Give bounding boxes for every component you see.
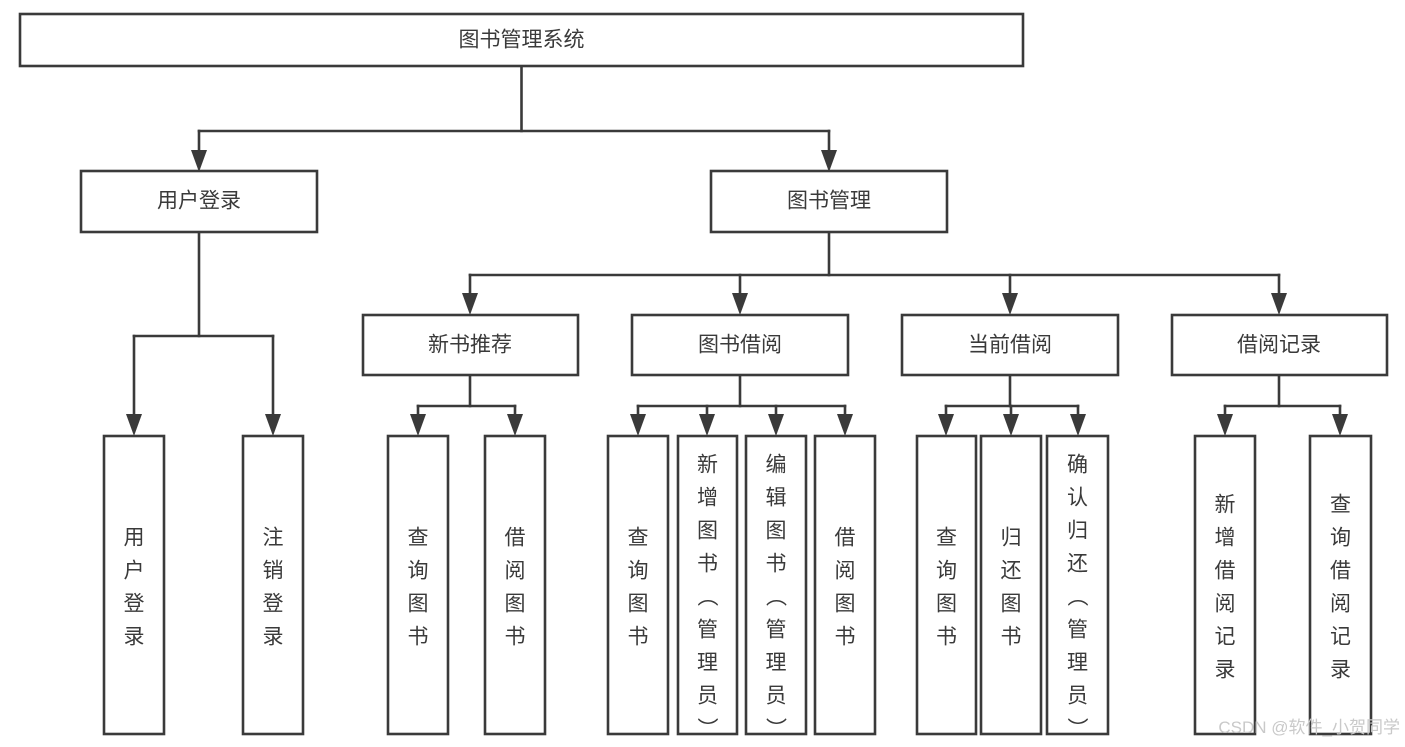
node-root-box[interactable] (18, 12, 1025, 68)
node-leaf-query-book-1-label: 查询图书 (408, 527, 429, 649)
node-leaf-query-book-3-box[interactable] (915, 434, 978, 736)
node-leaf-return-book-label: 归还图书 (1001, 527, 1022, 649)
node-leaf-query-book-2[interactable]: 查询图书 (606, 434, 670, 736)
node-current-borrow-label: 当前借阅 (968, 334, 1052, 357)
node-borrow-record-label: 借阅记录 (1237, 334, 1321, 357)
node-leaf-edit-book-admin-box[interactable] (744, 434, 808, 736)
node-leaf-borrow-book-1-box[interactable] (483, 434, 547, 736)
node-borrow-record-box[interactable] (1170, 313, 1389, 377)
arrow-head-leaf-borrow-book-2 (837, 414, 853, 436)
node-book-manage[interactable]: 图书管理 (709, 169, 949, 234)
node-leaf-query-book-2-box[interactable] (606, 434, 670, 736)
node-leaf-confirm-return-admin[interactable]: 确认归还（管理员） (1045, 434, 1110, 741)
arrow-head-leaf-borrow-book-1 (507, 414, 523, 436)
arrow-head-bookmanage (821, 150, 837, 172)
arrow-head-userlogin (191, 150, 207, 172)
node-leaf-borrow-book-2-box[interactable] (813, 434, 877, 736)
node-leaf-add-borrow-record-box[interactable] (1193, 434, 1257, 736)
node-leaf-add-borrow-record-label: 新增借阅记录 (1215, 494, 1236, 682)
node-leaf-query-book-3-label: 查询图书 (936, 527, 957, 649)
node-new-book-recommend-box[interactable] (361, 313, 580, 377)
node-leaf-logout[interactable]: 注销登录 (241, 434, 305, 736)
arrow-head-leaf-query-book-3 (938, 414, 954, 436)
node-leaf-confirm-return-admin-label: 确认归还（管理员） (1067, 454, 1089, 741)
node-current-borrow[interactable]: 当前借阅 (900, 313, 1120, 377)
node-user-login-box[interactable] (79, 169, 319, 234)
node-leaf-edit-book-admin-label: 编辑图书（管理员） (766, 454, 788, 741)
node-new-book-recommend[interactable]: 新书推荐 (361, 313, 580, 377)
node-leaf-add-borrow-record[interactable]: 新增借阅记录 (1193, 434, 1257, 736)
arrow-head-leaf-return-book (1003, 414, 1019, 436)
node-user-login[interactable]: 用户登录 (79, 169, 319, 234)
node-current-borrow-box[interactable] (900, 313, 1120, 377)
node-borrow-record[interactable]: 借阅记录 (1170, 313, 1389, 377)
node-book-manage-box[interactable] (709, 169, 949, 234)
arrow-head-leaf-query-borrow-record (1332, 414, 1348, 436)
arrow-head-current-borrow (1002, 293, 1018, 315)
node-leaf-logout-box[interactable] (241, 434, 305, 736)
node-root-label: 图书管理系统 (459, 29, 585, 52)
node-leaf-query-book-1[interactable]: 查询图书 (386, 434, 450, 736)
arrow-head-leaf-query-book-2 (630, 414, 646, 436)
arrow-head-new-book-recommend (462, 293, 478, 315)
arrow-head-leaf-query-book-1 (410, 414, 426, 436)
node-book-borrow[interactable]: 图书借阅 (630, 313, 850, 377)
node-leaf-borrow-book-1-label: 借阅图书 (505, 527, 526, 649)
node-leaf-query-borrow-record-label: 查询借阅记录 (1330, 494, 1351, 682)
node-root[interactable]: 图书管理系统 (18, 12, 1025, 68)
node-leaf-query-book-3[interactable]: 查询图书 (915, 434, 978, 736)
arrow-head-leaf-logout (265, 414, 281, 436)
node-leaf-borrow-book-1[interactable]: 借阅图书 (483, 434, 547, 736)
node-leaf-user-login[interactable]: 用户登录 (102, 434, 166, 736)
node-leaf-add-book-admin-box[interactable] (676, 434, 739, 736)
node-new-book-recommend-label: 新书推荐 (428, 334, 512, 357)
node-user-login-label: 用户登录 (157, 190, 241, 213)
arrow-head-book-borrow (732, 293, 748, 315)
arrow-head-leaf-edit-book-admin (768, 414, 784, 436)
node-leaf-query-book-1-box[interactable] (386, 434, 450, 736)
node-leaf-user-login-box[interactable] (102, 434, 166, 736)
node-book-borrow-label: 图书借阅 (698, 334, 782, 357)
node-leaf-query-borrow-record[interactable]: 查询借阅记录 (1308, 434, 1373, 736)
node-leaf-confirm-return-admin-box[interactable] (1045, 434, 1110, 736)
node-leaf-edit-book-admin[interactable]: 编辑图书（管理员） (744, 434, 808, 741)
node-leaf-user-login-label: 用户登录 (124, 527, 145, 649)
node-leaf-logout-label: 注销登录 (263, 527, 284, 649)
node-leaf-return-book[interactable]: 归还图书 (979, 434, 1043, 736)
node-leaf-borrow-book-2-label: 借阅图书 (835, 527, 856, 649)
node-leaf-add-book-admin-label: 新增图书（管理员） (697, 454, 719, 741)
leaf-layer: 用户登录 注销登录 查询图书 借阅图书 查询图书 新增图书（管理员） 编辑图书（管理员） 借阅… (102, 434, 1373, 741)
arrow-head-leaf-add-borrow-record (1217, 414, 1233, 436)
csdn-watermark: CSDN @软件_小贺同学 (1218, 718, 1400, 737)
arrow-head-leaf-user-login (126, 414, 142, 436)
node-book-borrow-box[interactable] (630, 313, 850, 377)
node-leaf-add-book-admin[interactable]: 新增图书（管理员） (676, 434, 739, 741)
node-leaf-query-borrow-record-box[interactable] (1308, 434, 1373, 736)
node-book-manage-label: 图书管理 (787, 190, 871, 213)
node-leaf-query-book-2-label: 查询图书 (628, 527, 649, 649)
arrow-head-borrow-record (1271, 293, 1287, 315)
edge-layer (126, 64, 1348, 436)
arrow-head-leaf-add-book-admin (699, 414, 715, 436)
arrow-head-leaf-confirm-return-admin (1070, 414, 1086, 436)
node-leaf-borrow-book-2[interactable]: 借阅图书 (813, 434, 877, 736)
node-leaf-return-book-box[interactable] (979, 434, 1043, 736)
